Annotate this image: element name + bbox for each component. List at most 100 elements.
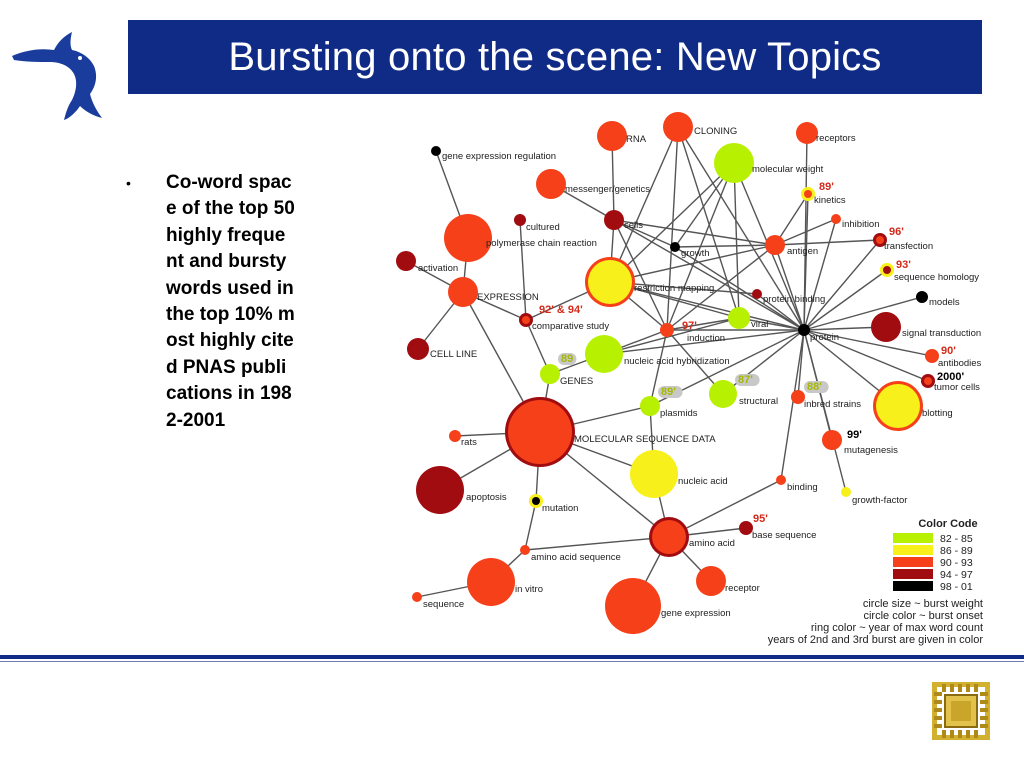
burst-year-label: 87' [738,374,753,386]
node-label: receptors [816,133,856,144]
node-label: signal transduction [902,328,981,339]
node-models: models [916,291,960,308]
node-circle [670,242,680,252]
node-label: protein binding [763,294,825,305]
node-label: CLONING [694,126,737,137]
node-circle [796,122,818,144]
node-activation: activation [396,251,458,274]
node-label: cultured [526,222,560,233]
edge-antigen-kinetics [774,193,809,246]
node-growth_factor: growth-factor [841,487,907,506]
node-circle [876,384,920,428]
legend-swatch [893,581,933,591]
edge-sequence_homology-protein [803,269,888,331]
node-circle [449,430,461,442]
node-circle [714,143,754,183]
node-circle [588,260,632,304]
node-sequence: sequence [412,592,464,610]
legend-item-label: 98 - 01 [940,581,973,593]
node-genes: GENES 89 [540,353,593,387]
node-label: messenger/genetics [565,184,650,195]
edge-molecular_weight-viral [733,162,740,319]
burst-year-label: 88' [807,381,822,393]
node-circle [412,592,422,602]
edge-antigen-induction [666,244,776,331]
network-edges [405,126,933,607]
node-circle [431,146,441,156]
edge-antigen-protein [774,244,805,331]
node-label: molecular weight [752,164,824,175]
burst-year-label: 89 [561,353,573,365]
node-label: activation [418,263,458,274]
burst-pill [558,353,577,365]
node-cultured: cultured [514,214,560,233]
edge-tumor_cells-protein [803,329,929,382]
node-antigen: antigen [765,235,818,257]
node-label: transfection [884,241,933,252]
node-circle [696,566,726,596]
node-gene_expression: gene expression [605,578,731,634]
edge-induction-plasmids [649,329,668,407]
node-label: sequence [423,599,464,610]
node-circle [841,487,851,497]
node-label: nucleic acid [678,476,728,487]
node-circle [928,352,936,360]
burst-year-label: 99' [847,429,862,441]
node-label: receptor [725,583,760,594]
node-circle [396,251,416,271]
node-messenger_genetics: messenger/genetics [536,169,650,199]
node-circle [883,266,891,274]
node-protein: protein [798,324,839,343]
node-label: binding [787,482,818,493]
node-circle [798,324,810,336]
legend-swatch [893,533,933,543]
node-circle [871,312,901,342]
node-label: blotting [922,408,953,419]
node-label: gene expression [661,608,731,619]
burst-year-label: 90' [941,345,956,357]
node-circle [924,377,932,385]
edge-nucleic_acid_hybridization-viral [603,317,740,355]
node-label: base sequence [752,530,816,541]
legend-note: circle size ~ burst weight [863,598,983,610]
node-label: sequence homology [894,272,979,283]
node-label: growth-factor [852,495,907,506]
node-circle [765,235,785,255]
node-circle [520,545,530,555]
edge-binding-protein [780,329,805,481]
edge-growth-antigen [674,244,776,248]
node-circle [663,326,671,334]
node-amino_acid_sequence: amino acid sequence [520,545,621,563]
node-label: nucleic acid hybridization [624,356,730,367]
node-label: GENES [560,376,593,387]
node-label: viral [751,319,768,330]
edge-inhibition-protein [803,218,837,331]
edge-transfection-protein [803,239,881,331]
edge-nucleic_acid_hybridization-protein [603,329,805,355]
node-label: growth [681,248,710,259]
node-cell_line: CELL LINE [407,338,477,360]
burst-year-label: 93' [896,259,911,271]
node-circle [831,214,841,224]
node-nucleic_acid: nucleic acid [630,450,728,498]
node-circle [585,335,623,373]
edge-protein_binding-protein [756,293,805,331]
edge-mutation-amino_acid_sequence [524,500,537,551]
node-circle [663,112,693,142]
burst-pill [735,374,760,386]
node-gene_expression_regulation: gene expression regulation [431,146,556,162]
node-viral: viral [728,307,768,330]
node-label: amino acid sequence [531,552,621,563]
node-label: induction [687,333,725,344]
edge-cells-growth [613,219,676,248]
node-circle [742,524,750,532]
node-circle [514,214,526,226]
node-circle [410,341,426,357]
